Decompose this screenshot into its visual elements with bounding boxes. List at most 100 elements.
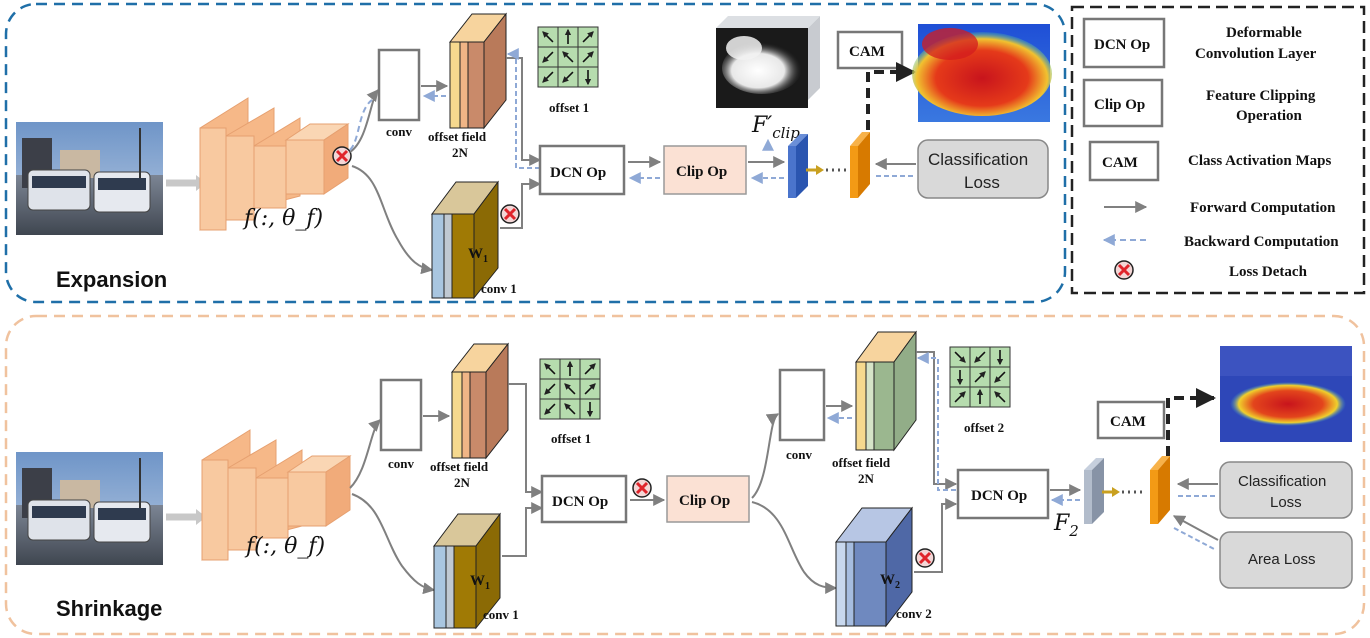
- offset-grid-shrinkage-1: [539, 358, 601, 420]
- offset-arrow-icon: [974, 351, 986, 363]
- legend-backward-label: Backward Computation: [1184, 234, 1339, 250]
- cls-loss-line2-shrinkage: Loss: [1270, 494, 1302, 511]
- dcn-label-shrinkage: DCN Op: [552, 494, 608, 510]
- offset-arrow-icon: [542, 71, 554, 83]
- offset-arrow-icon: [584, 363, 596, 375]
- clip-label-shrinkage: Clip Op: [679, 493, 730, 509]
- offset-arrow-icon: [544, 363, 556, 375]
- feature-slab-orange-shrinkage: [1150, 456, 1170, 524]
- offset-arrow-icon: [544, 403, 556, 415]
- offset-field-2n-shrinkage-2: 2N: [858, 471, 875, 486]
- conv1-label-expansion: conv 1: [481, 281, 517, 296]
- offset-field-label-shrinkage: offset field: [430, 459, 489, 474]
- shrinkage-frame: [4, 314, 1366, 636]
- offset-arrow-icon: [582, 51, 594, 63]
- w1-label-expansion: W1: [468, 246, 488, 265]
- conv-box-expansion: [377, 48, 421, 122]
- offset-arrow-icon: [582, 31, 594, 43]
- fclip-label: F′clip: [751, 113, 800, 142]
- w1-block-shrinkage: [433, 512, 501, 630]
- offset-field-label-shrinkage-2: offset field: [832, 455, 891, 470]
- offset-arrow-icon: [954, 391, 966, 403]
- offset-arrow-icon: [994, 371, 1006, 383]
- offset-field-expansion: [448, 12, 508, 130]
- offset-arrow-icon: [542, 31, 554, 43]
- cls-loss-line1-shrinkage: Classification: [1238, 473, 1326, 490]
- classification-loss-shrinkage: [1219, 461, 1353, 519]
- clip-label-expansion: Clip Op: [676, 164, 727, 180]
- legend-clip-desc-1: Feature Clipping: [1206, 88, 1316, 104]
- backbone-label-shrinkage: f(:, θ_f): [244, 534, 325, 559]
- classification-loss-expansion: [917, 139, 1049, 199]
- w1-label-shrinkage: W1: [470, 573, 490, 592]
- expansion-title: Expansion: [56, 267, 167, 292]
- input-image-expansion: [16, 122, 163, 235]
- offset-arrow-icon: [564, 383, 576, 395]
- loss-detach-icon: [500, 204, 520, 224]
- conv-label-shrinkage: conv: [388, 456, 415, 471]
- offset-field-label-expansion: offset field: [428, 129, 487, 144]
- backbone-expansion: [199, 97, 350, 231]
- clip-box-shrinkage: [666, 475, 750, 523]
- cam-heatmap-shrinkage: [1220, 346, 1352, 442]
- legend-dcn-desc-2: Convolution Layer: [1195, 46, 1317, 62]
- cls-loss-line1-expansion: Classification: [928, 150, 1028, 169]
- legend-dcn-key-label: DCN Op: [1094, 37, 1150, 53]
- offset-field-shrinkage: [450, 342, 510, 460]
- conv-box-shrinkage: [379, 378, 423, 452]
- cam-label-expansion: CAM: [849, 44, 885, 60]
- f2-label: F2: [1053, 511, 1079, 540]
- legend-cam-key: [1088, 140, 1160, 182]
- offset-arrow-icon: [564, 403, 576, 415]
- w1-block-expansion: [431, 180, 499, 300]
- dcn-box-expansion: [538, 144, 626, 196]
- shrinkage-title: Shrinkage: [56, 596, 162, 621]
- conv-label-shrinkage-2: conv: [786, 447, 813, 462]
- legend-cam-key-label: CAM: [1102, 155, 1138, 171]
- legend-cam-desc: Class Activation Maps: [1188, 153, 1332, 169]
- cam-box-expansion: [836, 30, 904, 70]
- offset-field-2n-shrinkage: 2N: [454, 475, 471, 490]
- cls-loss-line2-expansion: Loss: [964, 173, 1000, 192]
- offset-field-2n-expansion: 2N: [452, 145, 469, 160]
- offset-arrow-icon: [974, 371, 986, 383]
- input-image-shrinkage: [16, 452, 163, 565]
- feature-slab-gray-shrinkage: [1084, 458, 1104, 524]
- loss-detach-icon: [332, 146, 352, 166]
- offset-grid-expansion: [537, 26, 599, 88]
- legend-dcn-desc-1: Deformable: [1226, 25, 1302, 41]
- legend-clip-desc-2: Operation: [1236, 108, 1302, 124]
- w2-label-shrinkage: W2: [880, 572, 900, 591]
- conv2-label-shrinkage: conv 2: [896, 606, 932, 621]
- clip-box-expansion: [663, 145, 747, 195]
- loss-detach-icon: [915, 548, 935, 568]
- expansion-frame: [4, 2, 1067, 304]
- dcn-box-shrinkage: [540, 474, 628, 524]
- dcn-box-shrinkage-2: [956, 468, 1050, 520]
- legend-clip-key: [1082, 78, 1164, 128]
- legend-detach-label: Loss Detach: [1229, 264, 1308, 280]
- offset-label-shrinkage-2: offset 2: [964, 420, 1004, 435]
- conv-label-expansion: conv: [386, 124, 413, 139]
- offset-arrow-icon: [584, 383, 596, 395]
- legend-frame: [1070, 5, 1366, 295]
- feature-slab-blue-expansion: [788, 134, 808, 198]
- offset-arrow-icon: [562, 51, 574, 63]
- legend-clip-key-label: Clip Op: [1094, 97, 1145, 113]
- cam-box-shrinkage: [1096, 400, 1166, 440]
- loss-detach-icon: [632, 478, 652, 498]
- dcn-label-shrinkage-2: DCN Op: [971, 488, 1027, 504]
- backbone-label-expansion: f(:, θ_f): [242, 206, 323, 231]
- clipped-feature-image: [716, 16, 820, 108]
- offset-label-shrinkage-1: offset 1: [551, 431, 591, 446]
- offset-arrow-icon: [544, 383, 556, 395]
- cam-label-shrinkage: CAM: [1110, 414, 1146, 430]
- area-loss-label: Area Loss: [1248, 551, 1316, 568]
- conv-box-shrinkage-2: [778, 368, 826, 442]
- offset-arrow-icon: [994, 391, 1006, 403]
- w2-block-shrinkage: [834, 506, 914, 628]
- offset-field-shrinkage-2: [855, 330, 917, 452]
- backbone-shrinkage: [201, 429, 352, 561]
- offset-grid-shrinkage-2: [949, 346, 1011, 408]
- offset-label-expansion: offset 1: [549, 100, 589, 115]
